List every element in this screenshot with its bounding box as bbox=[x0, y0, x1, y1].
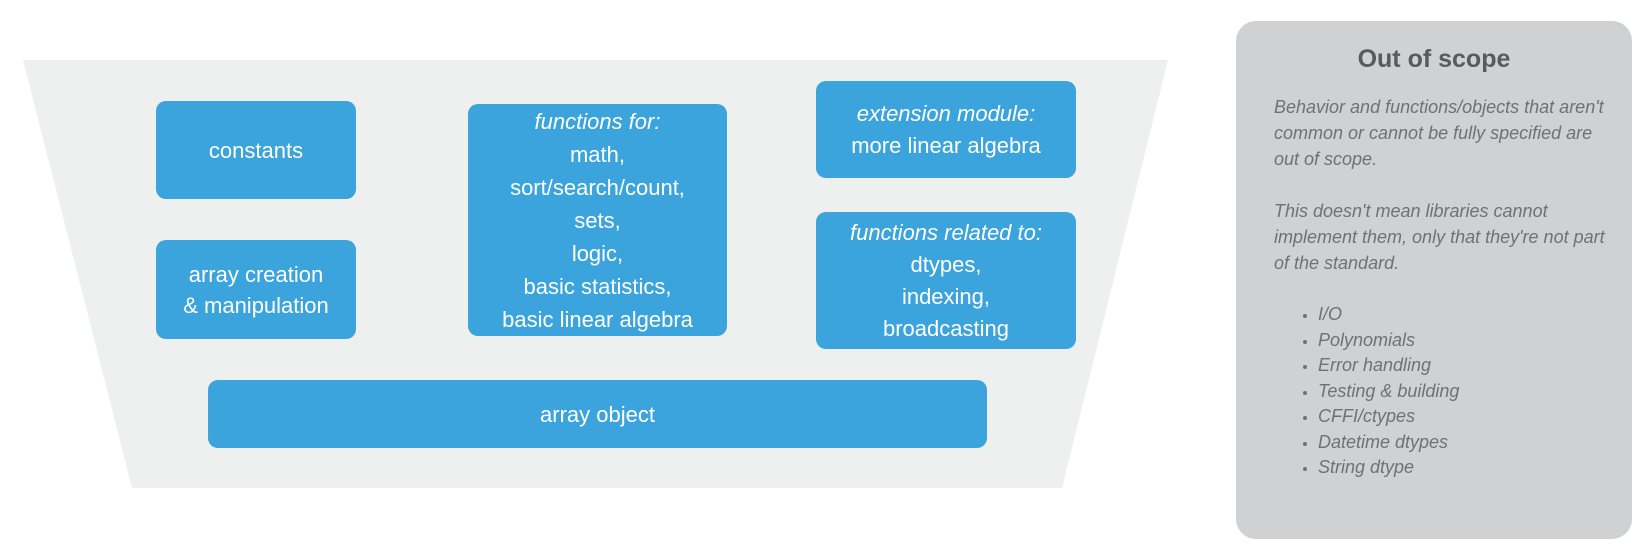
out-of-scope-paragraph: Behavior and functions/objects that aren… bbox=[1274, 97, 1604, 169]
constants-box: constants bbox=[156, 101, 356, 199]
out-of-scope-bullet: String dtype bbox=[1318, 455, 1606, 481]
functions-related-header: functions related to: bbox=[849, 219, 1042, 245]
functions-for-header: functions for: bbox=[534, 108, 661, 134]
array-creation-box: array creation & manipulation bbox=[156, 240, 356, 339]
out-of-scope-bullet: Error handling bbox=[1318, 353, 1606, 379]
functions-related-box: functions related to: dtypes, indexing, … bbox=[816, 212, 1076, 349]
functions-for-item: basic statistics, bbox=[523, 273, 672, 299]
functions-for-item: sort/search/count, bbox=[510, 174, 685, 200]
extension-module-line: more linear algebra bbox=[851, 132, 1041, 158]
out-of-scope-bullet: Datetime dtypes bbox=[1318, 430, 1606, 456]
array-creation-line: array creation bbox=[188, 261, 324, 287]
constants-label: constants bbox=[208, 137, 304, 163]
array-object-label: array object bbox=[540, 401, 655, 427]
functions-for-box: functions for: math, sort/search/count, … bbox=[468, 104, 727, 336]
out-of-scope-bullet-list: I/O Polynomials Error handling Testing &… bbox=[1274, 302, 1606, 481]
functions-related-item: broadcasting bbox=[883, 315, 1009, 341]
out-of-scope-paragraph: This doesn't mean libraries cannot imple… bbox=[1274, 201, 1605, 273]
extension-module-box: extension module: more linear algebra bbox=[816, 81, 1076, 178]
functions-related-item: indexing, bbox=[901, 283, 991, 309]
out-of-scope-body: Behavior and functions/objects that aren… bbox=[1274, 94, 1606, 481]
functions-for-item: logic, bbox=[571, 240, 624, 266]
out-of-scope-panel: Out of scope Behavior and functions/obje… bbox=[1236, 21, 1632, 539]
functions-for-item: sets, bbox=[574, 207, 621, 233]
out-of-scope-title: Out of scope bbox=[1357, 45, 1511, 73]
out-of-scope-bullet: Polynomials bbox=[1318, 328, 1606, 354]
functions-for-item: math, bbox=[569, 141, 626, 167]
out-of-scope-bullet: CFFI/ctypes bbox=[1318, 404, 1606, 430]
array-object-box: array object bbox=[208, 380, 987, 448]
out-of-scope-bullet: I/O bbox=[1318, 302, 1606, 328]
extension-module-header: extension module: bbox=[856, 100, 1036, 126]
array-creation-line: & manipulation bbox=[183, 292, 329, 318]
functions-for-item: basic linear algebra bbox=[502, 306, 693, 332]
functions-related-item: dtypes, bbox=[910, 251, 982, 277]
out-of-scope-bullet: Testing & building bbox=[1318, 379, 1606, 405]
